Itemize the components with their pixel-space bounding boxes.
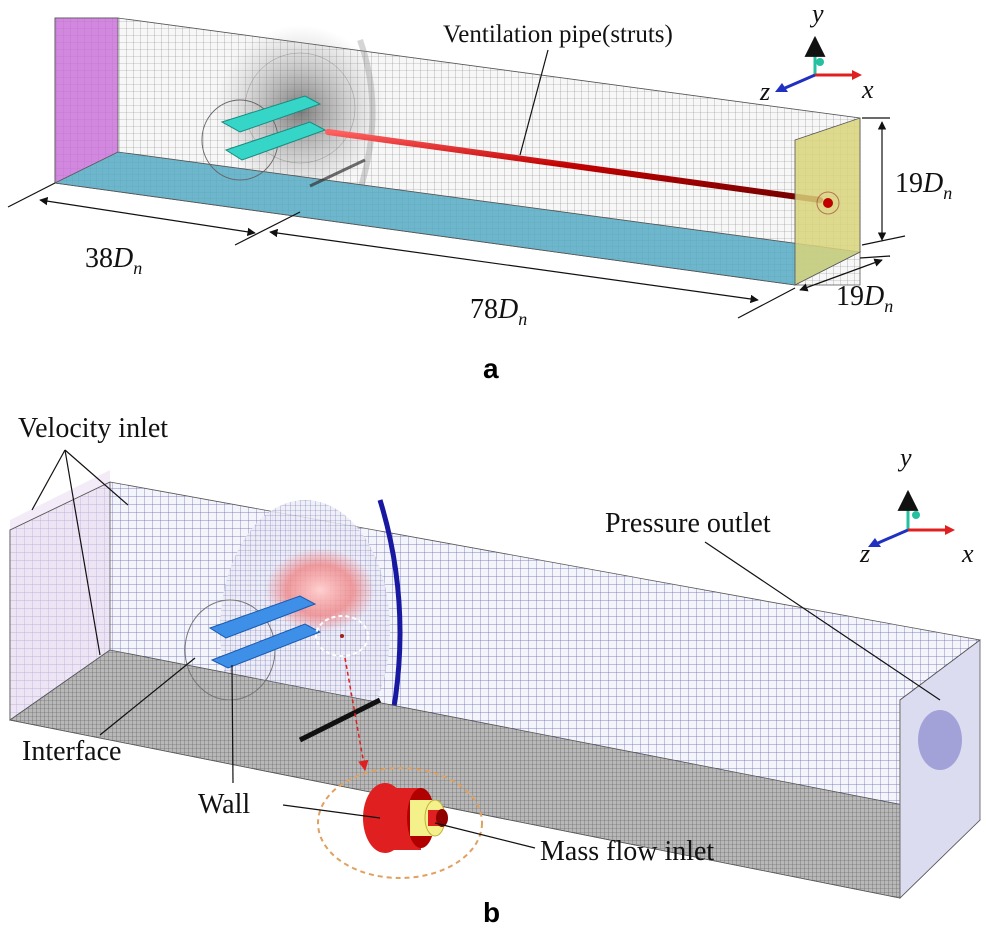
panel-b-label: b xyxy=(483,897,500,928)
axis-triad-b: y z x xyxy=(859,443,974,568)
pipe-leader-line xyxy=(519,49,549,156)
svg-text:y: y xyxy=(809,0,824,28)
axis-triad-a: y z x xyxy=(759,0,874,106)
mass-flow-inlet-label: Mass flow inlet xyxy=(540,836,714,867)
interface-label: Interface xyxy=(22,736,121,767)
dim-width-arrow xyxy=(799,258,883,292)
svg-text:x: x xyxy=(861,75,874,104)
panel-b: Velocity inlet Pressure outlet Interface… xyxy=(9,413,981,928)
dim-78-label: 78Dn xyxy=(470,294,527,329)
svg-text:x: x xyxy=(961,539,974,568)
svg-text:z: z xyxy=(759,77,770,106)
pressure-outlet-label: Pressure outlet xyxy=(605,508,771,539)
dim-38-label: 38Dn xyxy=(85,243,142,278)
velocity-inlet-label: Velocity inlet xyxy=(18,413,168,444)
dim-height-label: 19Dn xyxy=(895,168,952,203)
ventilation-pipe xyxy=(325,129,823,203)
dim-78-arrow xyxy=(269,228,759,304)
dim-38-arrow xyxy=(39,196,256,237)
hydrofoil-upper xyxy=(220,95,322,133)
pipe-label: Ventilation pipe(struts) xyxy=(443,21,673,48)
zoom-inset xyxy=(317,767,483,879)
svg-text:z: z xyxy=(859,539,870,568)
mass-flow-highlight xyxy=(315,615,369,657)
hydrofoil-lower-b xyxy=(210,623,322,669)
zoom-arrow xyxy=(344,657,369,772)
wall-label: Wall xyxy=(198,789,250,820)
panel-a-label: a xyxy=(483,353,499,384)
hydrofoil-lower xyxy=(224,121,327,161)
panel-a: Ventilation pipe(struts) 38Dn 78Dn 19Dn … xyxy=(7,0,952,384)
hydrofoil-upper-b xyxy=(208,595,317,639)
dim-width-label: 19Dn xyxy=(836,281,893,316)
svg-text:y: y xyxy=(897,443,912,472)
nozzle-detail xyxy=(363,783,448,853)
